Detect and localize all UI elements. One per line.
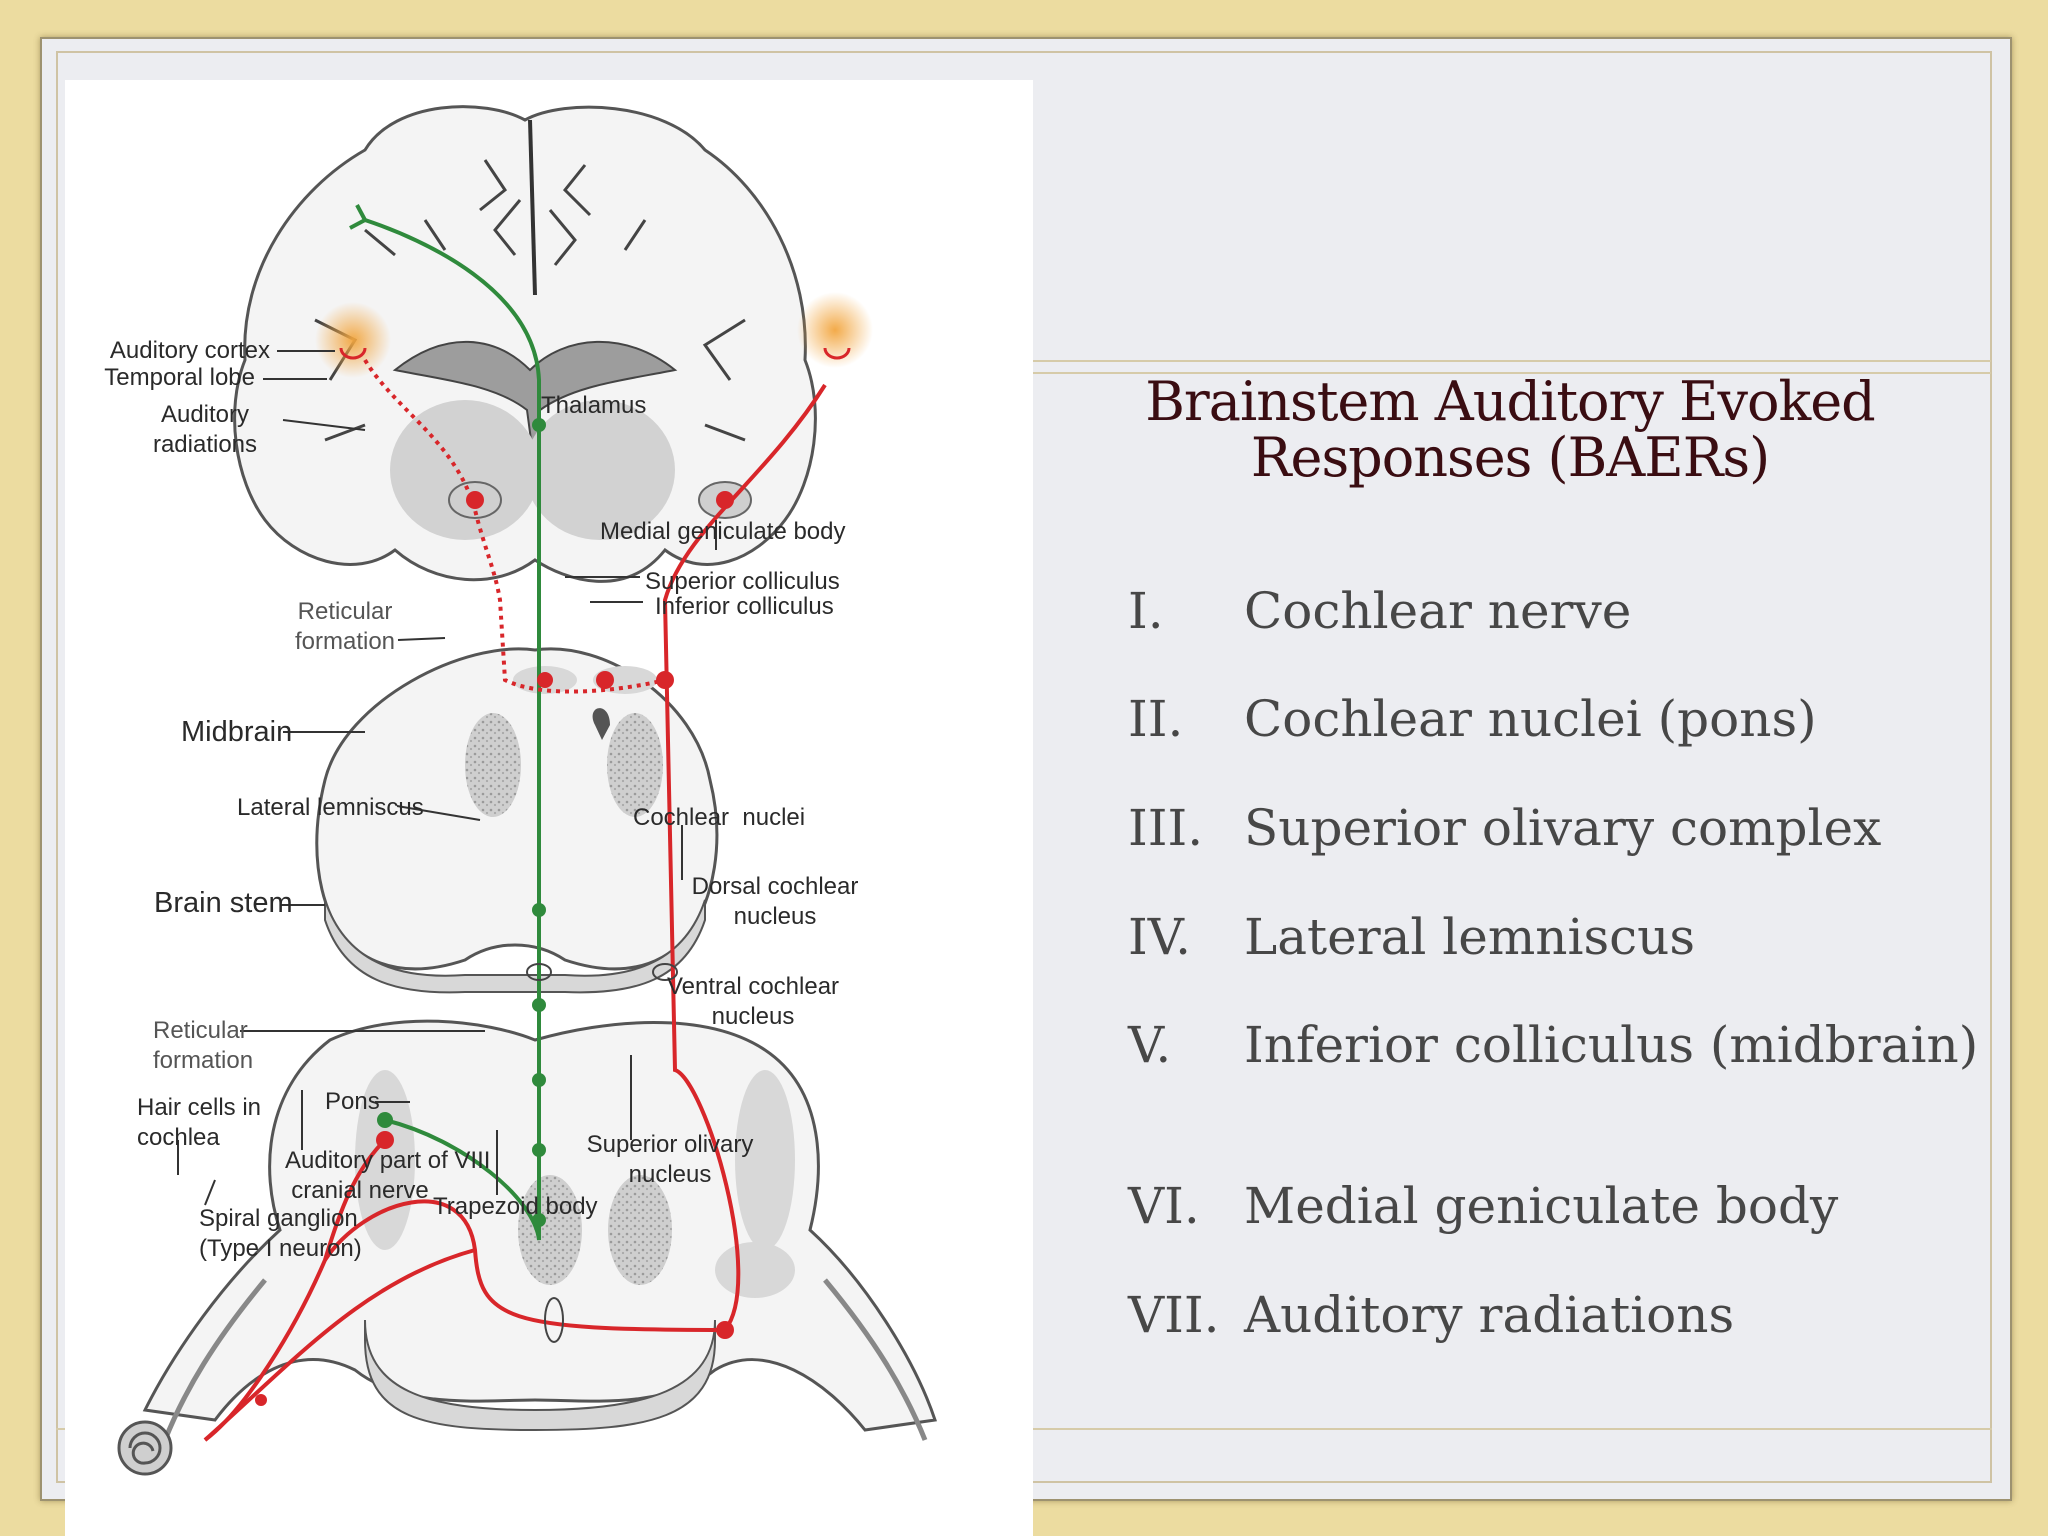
green-pathway-synapses bbox=[377, 418, 546, 1227]
label-superior-colliculus: Superior colliculus bbox=[645, 568, 840, 595]
red-pathway-dotted bbox=[363, 358, 666, 694]
label-temporal-lobe: Temporal lobe bbox=[104, 364, 255, 391]
label-spiral-ganglion: Spiral ganglion (Type I neuron) bbox=[199, 1205, 362, 1262]
label-lateral-lemniscus: Lateral lemniscus bbox=[237, 794, 424, 821]
list-item-text: Medial geniculate body bbox=[1244, 1177, 1839, 1235]
title-divider bbox=[1033, 360, 1991, 362]
list-item-number: I. bbox=[1128, 582, 1164, 640]
label-trapezoid-body: Trapezoid body bbox=[433, 1193, 598, 1220]
label-thalamus: Thalamus bbox=[541, 392, 647, 419]
slide-title: Brainstem Auditory Evoked Responses (BAE… bbox=[1145, 370, 1875, 489]
label-medial-geniculate-body: Medial geniculate body bbox=[600, 518, 846, 545]
cortex-terminals bbox=[339, 347, 851, 360]
list-item-text: Inferior colliculus (midbrain) bbox=[1244, 1016, 1979, 1074]
label-dorsal-cochlear-nucleus: Dorsal cochlear nucleus bbox=[691, 873, 859, 930]
auditory-pathway-figure: Auditory cortex Temporal lobe Auditory r… bbox=[65, 80, 1033, 1536]
list-item-text: Cochlear nuclei (pons) bbox=[1244, 690, 1817, 748]
red-pathway bbox=[203, 383, 827, 1442]
label-superior-olivary-nucleus: Superior olivary nucleus bbox=[586, 1131, 754, 1188]
green-pathway bbox=[349, 204, 541, 1241]
longitudinal-fissure bbox=[528, 119, 537, 296]
cochlea bbox=[117, 1420, 173, 1476]
thalamus-left bbox=[390, 400, 540, 540]
label-midbrain: Midbrain bbox=[181, 716, 293, 748]
auditory-cortex-glow-right bbox=[797, 292, 873, 368]
list-item-number: V. bbox=[1128, 1016, 1172, 1074]
label-brain-stem: Brain stem bbox=[154, 887, 293, 919]
trapezoid-ovals bbox=[526, 963, 678, 1343]
label-ventral-cochlear-nucleus: Ventral cochlear nucleus bbox=[666, 973, 840, 1030]
list-item-text: Lateral lemniscus bbox=[1244, 908, 1696, 966]
title-divider-lower bbox=[1033, 372, 1991, 374]
label-leader-lines bbox=[177, 350, 717, 1206]
list-item-text: Auditory radiations bbox=[1244, 1286, 1735, 1344]
list-item-number: II. bbox=[1128, 690, 1184, 748]
list-item-text: Superior olivary complex bbox=[1244, 799, 1882, 857]
label-inferior-colliculus: Inferior colliculus bbox=[655, 593, 834, 620]
auditory-pathway-drawing bbox=[117, 105, 937, 1476]
label-cochlear-nuclei: Cochlear nuclei bbox=[633, 804, 806, 831]
list-item-number: VI. bbox=[1128, 1177, 1200, 1235]
label-reticular-formation-upper: Reticular formation bbox=[294, 598, 396, 655]
label-pons: Pons bbox=[325, 1088, 380, 1115]
list-item-number: IV. bbox=[1128, 908, 1192, 966]
midbrain-section bbox=[315, 647, 719, 994]
lateral-ventricles bbox=[392, 340, 678, 471]
label-auditory-cortex: Auditory cortex bbox=[109, 337, 270, 364]
cortex-folds bbox=[314, 159, 746, 442]
label-reticular-formation-lower: Reticular formation bbox=[153, 1017, 254, 1074]
auditory-cortex-glow-left bbox=[315, 302, 391, 378]
list-item-number: VII. bbox=[1128, 1286, 1220, 1344]
list-item-text: Cochlear nerve bbox=[1244, 582, 1632, 640]
label-auditory-nerve: Auditory part of VIII cranial nerve bbox=[285, 1147, 490, 1204]
thalamus-right bbox=[525, 400, 675, 540]
label-hair-cells: Hair cells in cochlea bbox=[137, 1094, 262, 1151]
label-auditory-radiations: Auditory radiations bbox=[152, 401, 258, 458]
list-item-number: III. bbox=[1128, 799, 1204, 857]
red-pathway-synapses bbox=[255, 491, 734, 1406]
